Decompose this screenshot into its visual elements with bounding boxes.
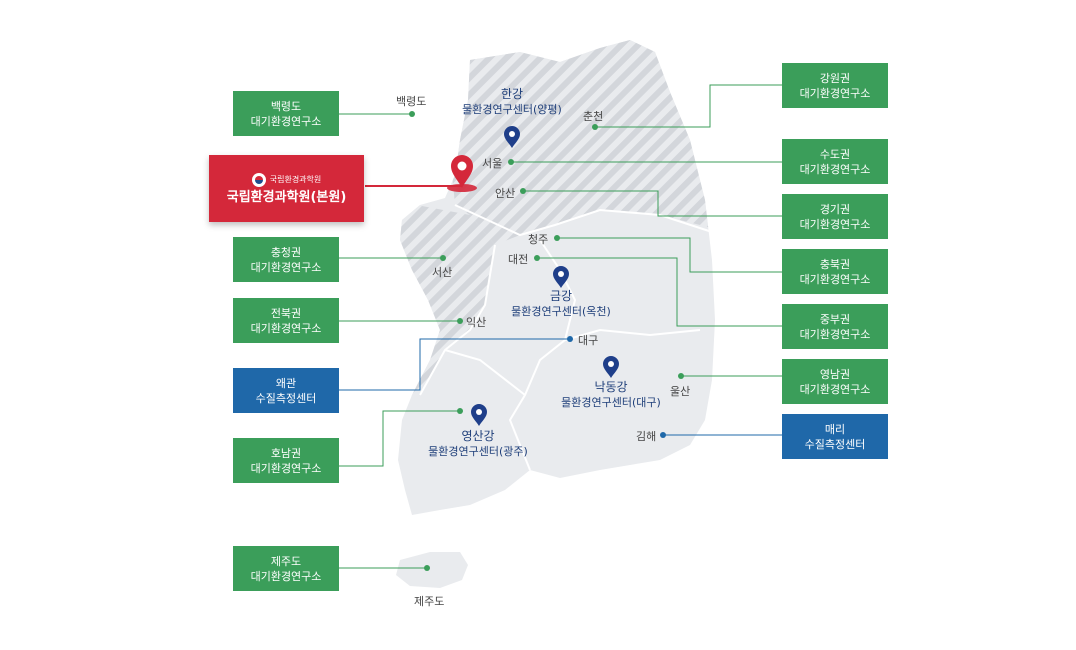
city-dot-daejeon [534,255,540,261]
jeju-island [396,552,468,588]
connector-daegu [339,338,570,391]
city-label-ulsan: 울산 [670,385,691,398]
city-dot-ulsan [678,373,684,379]
nakdong-river-location-pin-icon[interactable] [603,356,619,378]
box-title: 강원권 [819,71,851,85]
chungcheong-box[interactable]: 충청권 대기환경연구소 [233,237,339,282]
taegeuk-logo-icon [251,172,266,187]
hq-logo-text: 국립환경과학원 [269,175,322,184]
city-label-chuncheon: 춘천 [583,110,604,123]
box-subtitle: 대기환경연구소 [250,461,322,475]
city-dot-iksan [457,318,463,324]
chungbuk-box[interactable]: 충북권 대기환경연구소 [782,249,888,294]
sudo-box[interactable]: 수도권 대기환경연구소 [782,139,888,184]
center-subtitle: 물환경연구센터(광주) [428,445,528,458]
yeongsan-river-location-pin-icon[interactable] [471,404,487,426]
hq-box[interactable]: 국립환경과학원 국립환경과학원(본원) [209,155,364,222]
city-dot-seoul [508,159,514,165]
box-subtitle: 수질측정센터 [804,437,866,451]
city-dot-baengnyeong [409,111,415,117]
center-name: 한강 [500,87,524,101]
box-title: 호남권 [270,446,302,460]
city-dot-gimhae [660,432,666,438]
city-label-seosan: 서산 [432,266,453,279]
center-name: 영산강 [461,429,495,443]
box-subtitle: 대기환경연구소 [799,86,871,100]
box-subtitle: 대기환경연구소 [799,327,871,341]
han-river-location-pin-icon[interactable] [504,126,520,148]
jeju-box[interactable]: 제주도 대기환경연구소 [233,546,339,591]
city-label-ansan: 안산 [495,187,516,200]
box-subtitle: 대기환경연구소 [250,569,322,583]
nakdong-river-center-label: 낙동강 물환경연구센터(대구) [551,379,671,411]
center-subtitle: 물환경연구센터(대구) [561,396,661,409]
box-title: 제주도 [270,554,302,568]
geum-river-center-label: 금강 물환경연구센터(옥천) [501,288,621,320]
box-subtitle: 대기환경연구소 [250,321,322,335]
city-label-daegu: 대구 [578,334,599,347]
city-dot-chuncheon [592,124,598,130]
box-subtitle: 수질측정센터 [255,391,317,405]
gyeonggi-box[interactable]: 경기권 대기환경연구소 [782,194,888,239]
center-name: 금강 [549,289,573,303]
hq-logo: 국립환경과학원 [251,172,322,187]
city-dot-gwangju [457,408,463,414]
center-name: 낙동강 [594,380,628,394]
hatched-region-north [440,40,715,245]
box-subtitle: 대기환경연구소 [799,162,871,176]
connector-cheongju [557,237,782,273]
geum-river-location-pin-icon[interactable] [553,266,569,288]
jungbu-box[interactable]: 중부권 대기환경연구소 [782,304,888,349]
city-label-jeju: 제주도 [414,595,445,608]
box-title: 충청권 [270,245,302,259]
jeonbuk-box[interactable]: 전북권 대기환경연구소 [233,298,339,343]
yeongsan-river-center-label: 영산강 물환경연구센터(광주) [418,428,538,460]
center-subtitle: 물환경연구센터(양평) [462,103,562,116]
box-title: 중부권 [819,312,851,326]
city-dot-cheongju [554,235,560,241]
box-subtitle: 대기환경연구소 [250,260,322,274]
city-label-seoul: 서울 [482,157,503,170]
city-dots [409,111,684,571]
city-label-iksan: 익산 [466,316,487,329]
box-title: 수도권 [819,147,851,161]
baengnyeong-box[interactable]: 백령도 대기환경연구소 [233,91,339,136]
box-subtitle: 대기환경연구소 [799,272,871,286]
honam-box[interactable]: 호남권 대기환경연구소 [233,438,339,483]
box-title: 백령도 [270,99,302,113]
city-dot-jeju [424,565,430,571]
box-title: 매리 [824,422,846,436]
connector-ansan [523,190,782,217]
box-title: 왜관 [275,376,297,390]
center-subtitle: 물환경연구센터(옥천) [511,305,611,318]
box-title: 영남권 [819,367,851,381]
hq-name: 국립환경과학원(본원) [226,190,347,205]
hq-location-pin-icon[interactable] [447,155,477,192]
connector-gwangju [339,410,460,467]
box-title: 전북권 [270,306,302,320]
city-label-baengnyeong: 백령도 [396,95,427,108]
waegwan-box[interactable]: 왜관 수질측정센터 [233,368,339,413]
box-title: 경기권 [819,202,851,216]
connector-chuncheon [595,84,782,128]
han-river-center-label: 한강 물환경연구센터(양평) [452,86,572,118]
city-dot-seosan [440,255,446,261]
box-title: 충북권 [819,257,851,271]
maeri-box[interactable]: 매리 수질측정센터 [782,414,888,459]
box-subtitle: 대기환경연구소 [799,382,871,396]
city-dot-ansan [520,188,526,194]
box-subtitle: 대기환경연구소 [799,217,871,231]
city-label-cheongju: 청주 [528,233,549,246]
city-label-gimhae: 김해 [636,430,657,443]
box-subtitle: 대기환경연구소 [250,114,322,128]
gangwon-box[interactable]: 강원권 대기환경연구소 [782,63,888,108]
city-dot-daegu [567,336,573,342]
yeongnam-box[interactable]: 영남권 대기환경연구소 [782,359,888,404]
city-label-daejeon: 대전 [508,253,529,266]
connector-daejeon [537,257,782,327]
